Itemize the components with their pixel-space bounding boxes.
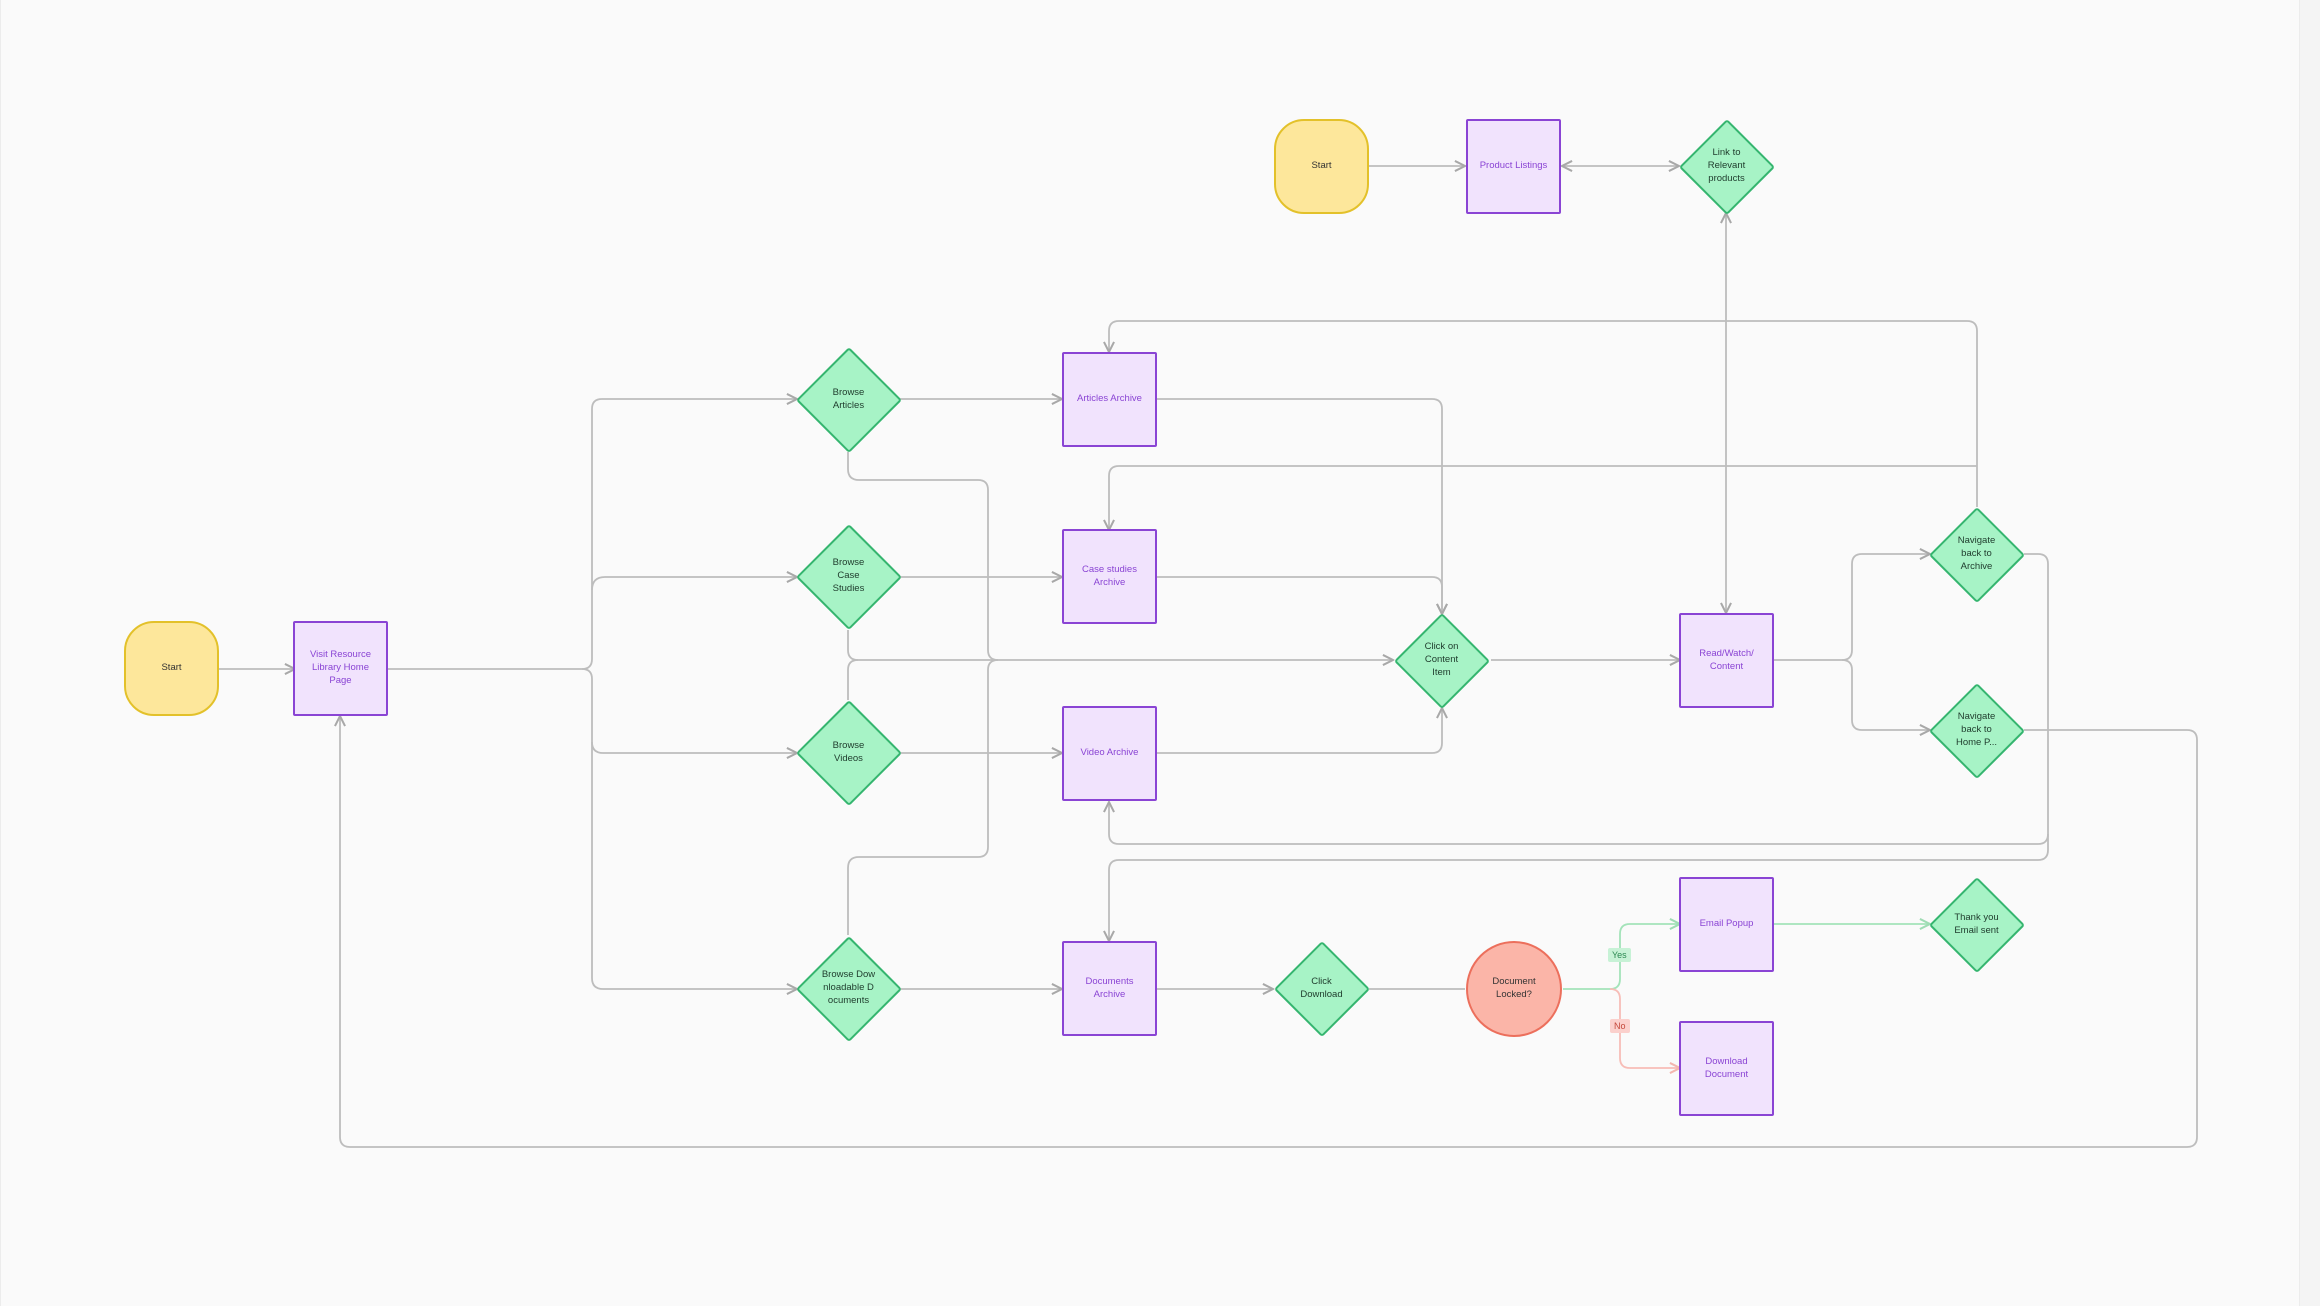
edge-visit-home-to-browse-docs <box>591 742 797 989</box>
navigate-home-label: Navigate back to Home P... <box>1955 711 1997 748</box>
click-content-node[interactable]: Click on Content Item <box>1393 612 1490 709</box>
edge-nav-home-to-visit-home <box>340 716 2198 1148</box>
edge-case-archive-to-click <box>1157 576 1442 614</box>
navigate-archive-label: Navigate back to Archive <box>1957 535 1996 572</box>
edge-read-to-nav-archive <box>1774 554 1930 661</box>
navigate-home-node[interactable]: Navigate back to Home P... <box>1928 682 2025 779</box>
start-node-label: Start <box>1311 160 1332 172</box>
edge-browse-docs-to-click <box>847 659 999 935</box>
document-locked-node[interactable]: Document Locked? <box>1466 941 1562 1037</box>
edge-nav-archive-to-docs <box>1109 834 2049 941</box>
edge-articles-archive-to-click <box>1157 398 1442 614</box>
document-locked-label: Document Locked? <box>1492 976 1536 1000</box>
edge-nav-archive-to-articles <box>1109 320 1978 507</box>
download-document-label: Download Document <box>1704 1055 1749 1080</box>
start-node-label: Start <box>161 662 182 674</box>
vertical-scrollbar[interactable] <box>2299 0 2320 1306</box>
documents-archive-label: Documents Archive <box>1085 975 1134 1000</box>
browse-videos-node[interactable]: Browse Videos <box>795 699 902 806</box>
click-download-label: Click Download <box>1300 975 1343 1000</box>
read-content-label: Read/Watch/ Content <box>1699 647 1754 672</box>
browse-documents-node[interactable]: Browse Downloadable Documents <box>795 935 902 1042</box>
case-studies-archive-label: Case studies Archive <box>1082 563 1137 588</box>
edge-visit-home-to-browse-case <box>591 577 797 591</box>
thank-you-node[interactable]: Thank you Email sent <box>1928 876 2025 973</box>
edge-visit-home-to-browse-videos <box>581 668 797 753</box>
link-products-node[interactable]: Link to Relevant products <box>1678 118 1775 215</box>
visit-home-label: Visit Resource Library Home Page <box>309 649 372 686</box>
video-archive-label: Video Archive <box>1080 747 1139 759</box>
browse-case-studies-node[interactable]: Browse Case Studies <box>795 523 902 630</box>
email-popup-label: Email Popup <box>1699 918 1754 930</box>
product-listings-node[interactable]: Product Listings <box>1466 119 1561 214</box>
browse-case-studies-label: Browse Case Studies <box>832 557 865 594</box>
thank-you-label: Thank you Email sent <box>1954 911 1999 936</box>
download-document-node[interactable]: Download Document <box>1679 1021 1774 1116</box>
browse-documents-label: Browse Downloadable Documents <box>821 969 876 1006</box>
video-archive-node[interactable]: Video Archive <box>1062 706 1157 801</box>
edge-nav-archive-to-video <box>1109 553 2049 845</box>
articles-archive-label: Articles Archive <box>1077 393 1142 405</box>
branch-label-no: No <box>1610 1019 1630 1033</box>
edge-visit-home-to-browse-articles <box>387 399 797 670</box>
click-download-node[interactable]: Click Download <box>1273 940 1370 1037</box>
edge-locked-no-to-download <box>1609 988 1680 1068</box>
browse-articles-node[interactable]: Browse Articles <box>795 346 902 453</box>
browse-videos-label: Browse Videos <box>832 739 865 764</box>
case-studies-archive-node[interactable]: Case studies Archive <box>1062 529 1157 624</box>
start-node-main[interactable]: Start <box>124 621 219 716</box>
start-node-top[interactable]: Start <box>1274 119 1369 214</box>
click-content-label: Click on Content Item <box>1424 641 1459 678</box>
canvas-left-border <box>0 0 1 1306</box>
edge-browse-articles-to-click <box>847 452 999 661</box>
browse-articles-label: Browse Articles <box>832 386 865 411</box>
email-popup-node[interactable]: Email Popup <box>1679 877 1774 972</box>
branch-label-yes: Yes <box>1608 948 1631 962</box>
read-content-node[interactable]: Read/Watch/ Content <box>1679 613 1774 708</box>
link-products-label: Link to Relevant products <box>1707 147 1746 184</box>
edge-read-to-nav-home <box>1841 659 1930 730</box>
navigate-archive-node[interactable]: Navigate back to Archive <box>1928 506 2025 603</box>
edge-nav-archive-to-case <box>1109 465 1977 530</box>
articles-archive-node[interactable]: Articles Archive <box>1062 352 1157 447</box>
edge-browse-videos-join <box>847 659 859 700</box>
visit-home-node[interactable]: Visit Resource Library Home Page <box>293 621 388 716</box>
documents-archive-node[interactable]: Documents Archive <box>1062 941 1157 1036</box>
edge-browse-case-to-click <box>847 630 1393 660</box>
edge-video-archive-to-click <box>1157 708 1442 754</box>
product-listings-label: Product Listings <box>1479 160 1548 172</box>
